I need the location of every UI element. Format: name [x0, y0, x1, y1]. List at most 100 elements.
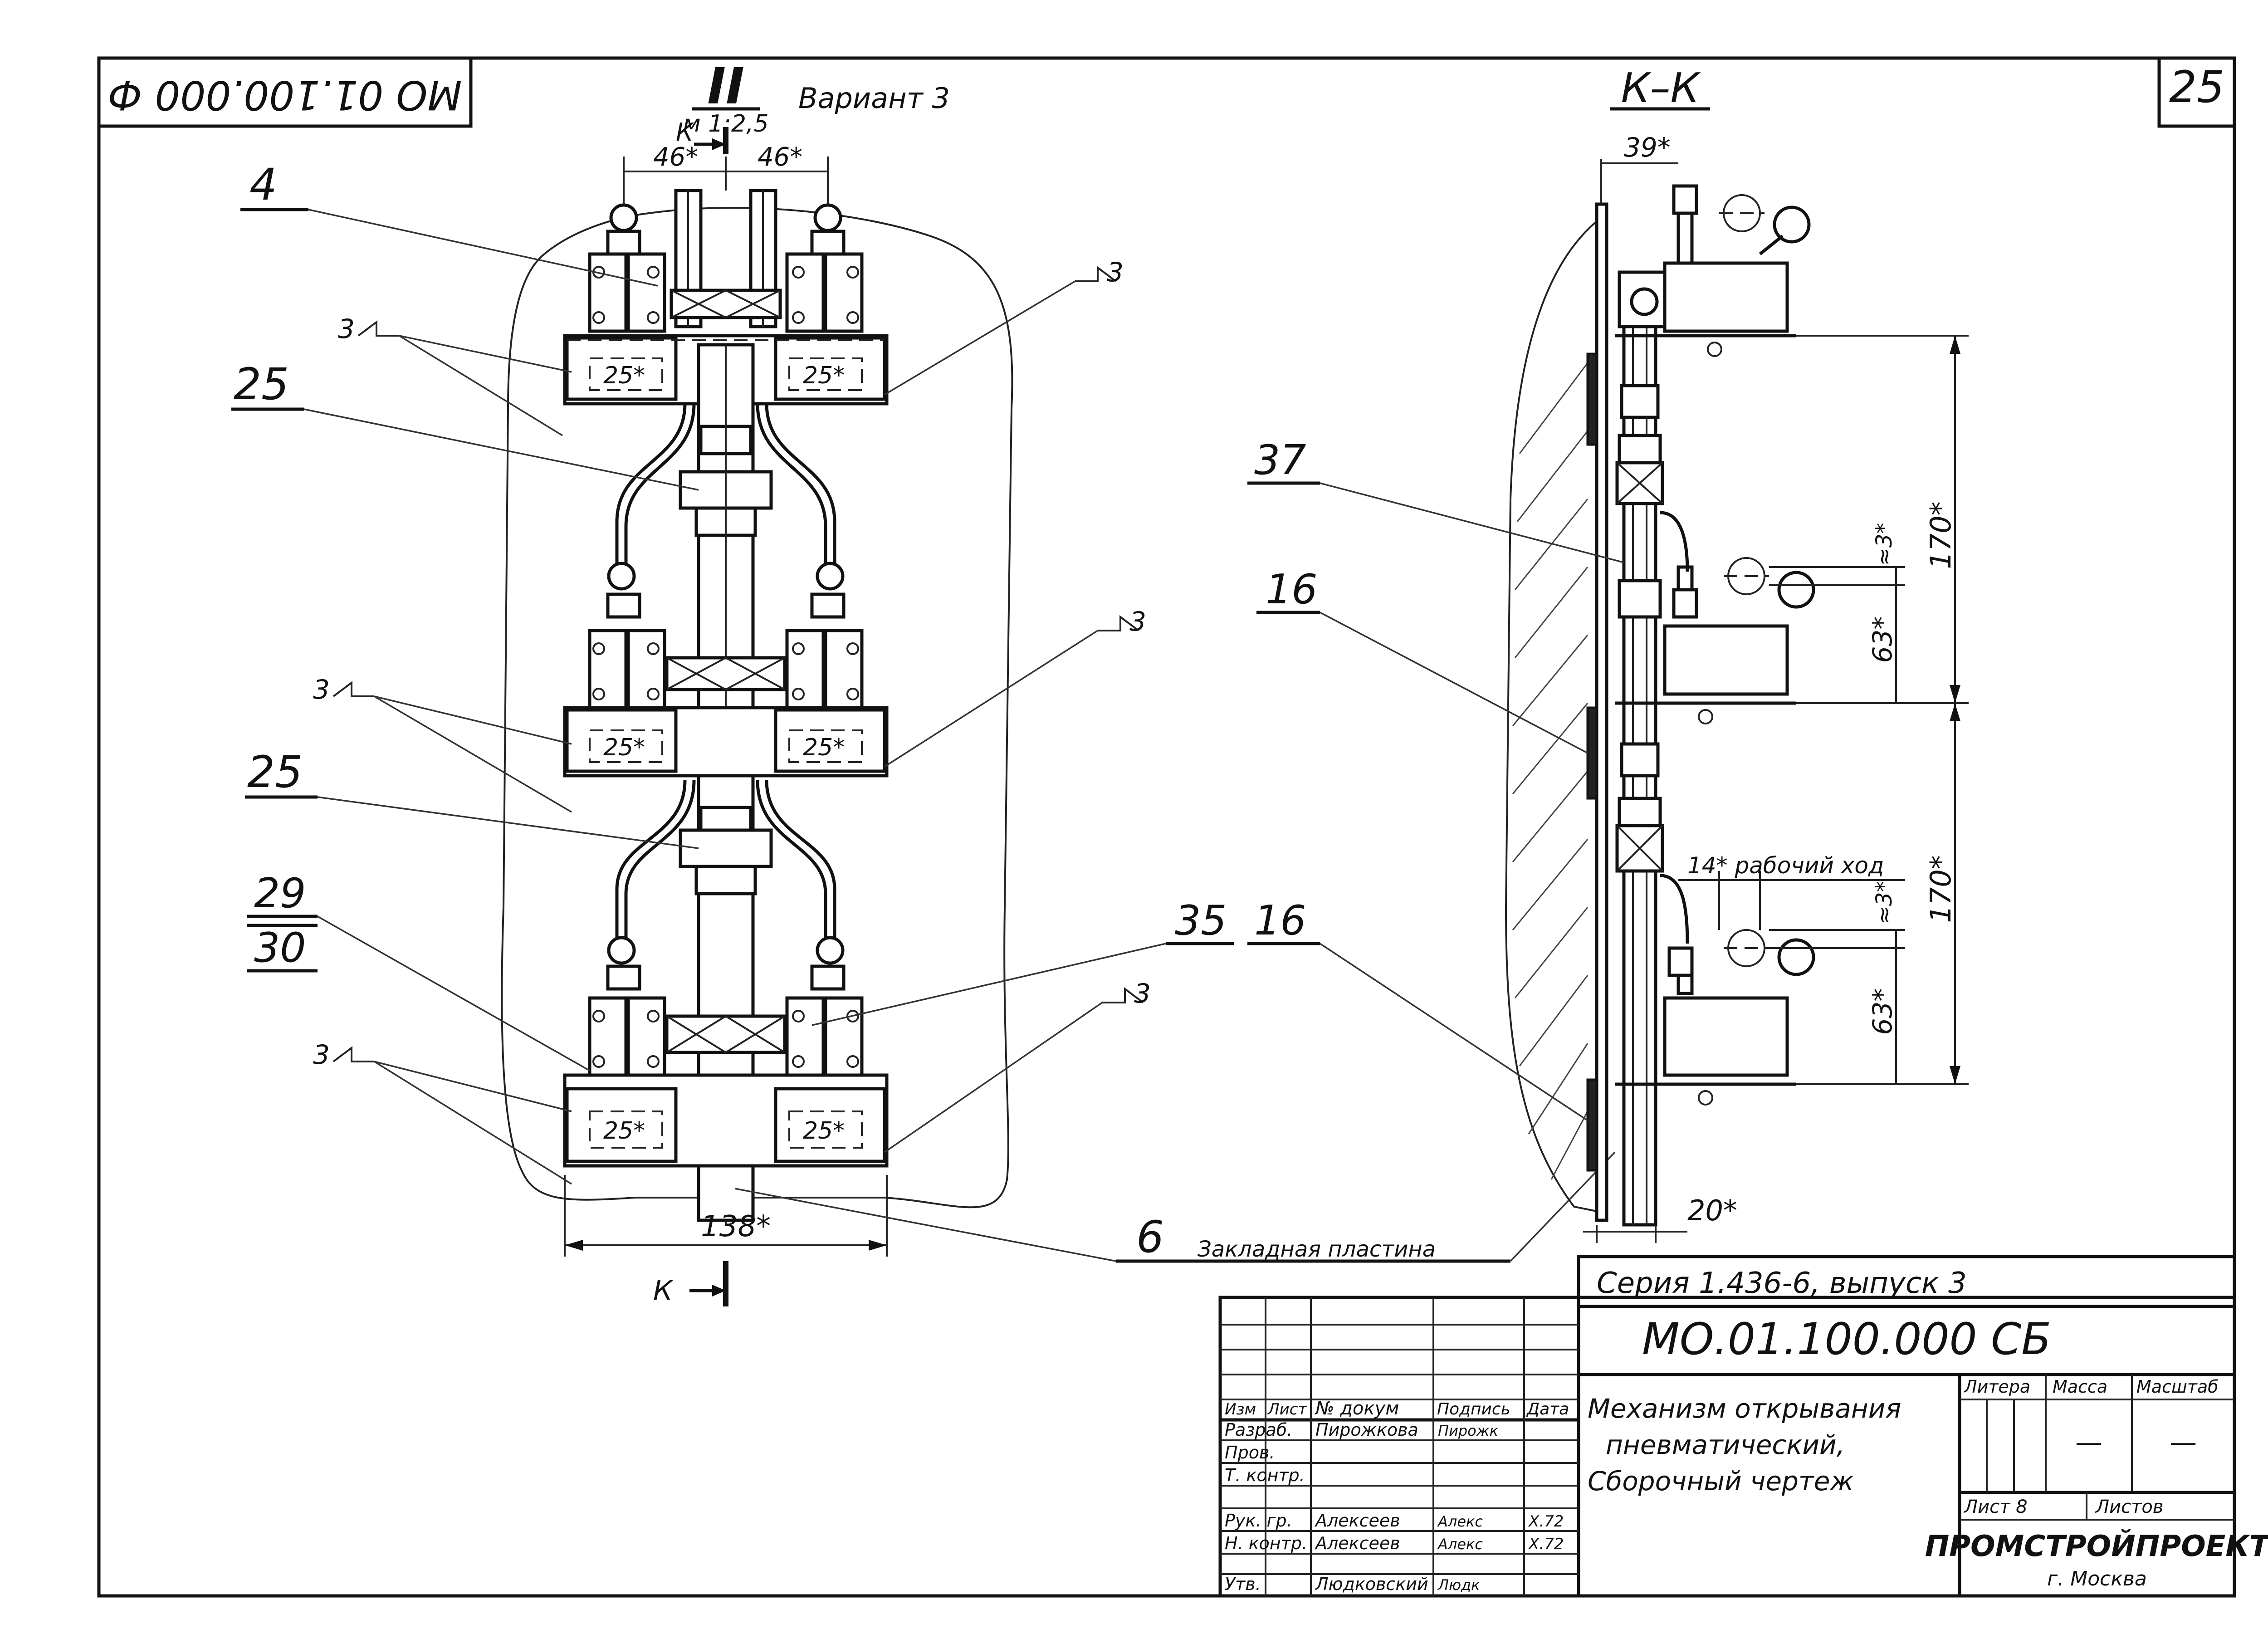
hdr-list: Лист: [1267, 1400, 1307, 1419]
front-view: II м 1:2,5 Вариант 3 К 46* 46*: [313, 57, 1151, 1306]
section-title: К–К: [1621, 64, 1701, 112]
name-5: Людковский: [1315, 1574, 1428, 1594]
svg-text:3: 3: [338, 313, 355, 344]
weld-mark-3: 3: [313, 1039, 572, 1185]
section-mark-bottom: К: [653, 1275, 674, 1306]
role-1: Пров.: [1225, 1443, 1275, 1463]
svg-text:25: 25: [234, 359, 289, 410]
callout-25-lower: 25: [245, 747, 699, 849]
designation-text: МО.01.100.000 СБ: [1642, 1314, 2051, 1365]
hdr-izm: Изм: [1225, 1400, 1256, 1419]
dim-small-lower: ≈3*: [1872, 881, 1897, 925]
role-0: Разраб.: [1225, 1420, 1292, 1440]
inner-dim-5: 25*: [603, 1117, 645, 1145]
section-mark-top: К: [676, 118, 694, 147]
callout-4: 4: [240, 159, 658, 287]
sign-3: Алекс: [1437, 1513, 1483, 1530]
inner-dim-6: 25*: [803, 1117, 845, 1145]
sheet-number-box: [2157, 56, 2236, 128]
callout-16-lower: 16: [1247, 897, 1588, 1121]
role-3: Рук. гр.: [1225, 1511, 1292, 1531]
sheet-label: Лист 8: [1963, 1497, 2028, 1517]
sign-4: Алекс: [1437, 1536, 1483, 1553]
sheets-label: Листов: [2095, 1497, 2163, 1517]
weld-mark-5: 3: [884, 606, 1146, 768]
tier-3: 25* 25*: [563, 936, 889, 1222]
hdr-doc: № докум: [1315, 1398, 1399, 1419]
mass-value: —: [2075, 1427, 2102, 1458]
scale-value: —: [2170, 1427, 2197, 1458]
weld-mark-6: 3: [884, 978, 1151, 1153]
svg-text:35: 35: [1175, 897, 1227, 944]
sheet-number: 25: [2169, 62, 2224, 113]
section-view: К–К 39*: [1505, 64, 1969, 1243]
dim-top-left: 46*: [653, 142, 698, 172]
dim-top-right: 46*: [758, 142, 802, 172]
name-3: Алексеев: [1314, 1511, 1400, 1531]
svg-text:16: 16: [1266, 566, 1318, 613]
svg-text:3: 3: [1134, 978, 1151, 1009]
role-4: Н. контр.: [1225, 1533, 1307, 1553]
svg-text:3: 3: [313, 674, 330, 705]
name-line-1: Механизм открывания: [1588, 1393, 1901, 1424]
name-4: Алексеев: [1314, 1533, 1400, 1553]
dim-170-upper: 170*: [1924, 501, 1957, 569]
wall-hatch: [1512, 362, 1589, 1180]
view-variant: Вариант 3: [798, 82, 950, 115]
sheet-frame: [97, 56, 2236, 1598]
svg-text:3: 3: [313, 1039, 330, 1070]
dim-170-lower: 170*: [1924, 855, 1957, 923]
view-title-mark: II: [707, 57, 744, 115]
svg-text:3: 3: [1107, 257, 1124, 288]
hdr-date: Дата: [1526, 1400, 1569, 1419]
hdr-litera: Литера: [1963, 1377, 2030, 1397]
wall-contour: [501, 207, 1013, 1208]
dim-39: 39*: [1624, 132, 1671, 163]
hdr-mass: Масса: [2053, 1377, 2107, 1397]
weld-mark-1: 3: [338, 313, 572, 436]
dim-bottom-width: 138*: [701, 1210, 771, 1243]
date-4: X.72: [1528, 1535, 1564, 1553]
org-city: г. Москва: [2047, 1567, 2147, 1590]
role-5: Утв.: [1225, 1574, 1261, 1594]
callout-16-upper: 16: [1256, 566, 1588, 754]
svg-text:6: 6: [1136, 1212, 1164, 1262]
name-line-2: пневматический,: [1606, 1429, 1845, 1460]
dim-small-upper: ≈3*: [1872, 523, 1897, 566]
section-tier-2: [1615, 511, 1815, 873]
hdr-sign: Подпись: [1437, 1400, 1510, 1419]
weld-mark-4: 3: [884, 257, 1124, 396]
sign-5: Людк: [1437, 1576, 1480, 1594]
dim-stroke: 14* рабочий ход: [1687, 852, 1884, 879]
dim-20: 20*: [1687, 1194, 1737, 1227]
svg-text:37: 37: [1254, 436, 1306, 484]
inner-dim-4: 25*: [803, 734, 845, 761]
rotated-code-box: [97, 56, 473, 128]
svg-text:3: 3: [1129, 606, 1146, 637]
role-2: Т. контр.: [1225, 1465, 1305, 1485]
name-line-3: Сборочный чертеж: [1588, 1466, 1854, 1497]
svg-text:Закладная пластина: Закладная пластина: [1198, 1237, 1436, 1262]
svg-text:16: 16: [1254, 897, 1306, 944]
section-tier-1: [1615, 184, 1811, 505]
callout-37: 37: [1247, 436, 1624, 563]
title-block: Серия 1.436-6, выпуск 3 МО.01.100.000 СБ…: [1218, 1255, 2268, 1598]
callout-29-30: 29 30: [247, 870, 590, 1071]
inner-dim-2: 25*: [803, 362, 845, 389]
dim-63-upper: 63*: [1867, 616, 1898, 663]
dim-63-lower: 63*: [1867, 988, 1898, 1035]
svg-text:25: 25: [247, 747, 303, 797]
inner-dim-1: 25*: [603, 362, 645, 389]
svg-text:30: 30: [254, 924, 306, 972]
callout-25-upper: 25: [231, 359, 699, 491]
hdr-scale: Масштаб: [2136, 1377, 2219, 1397]
concrete-wall: [1505, 217, 1604, 1213]
date-3: X.72: [1528, 1512, 1564, 1531]
weld-mark-2: 3: [313, 674, 572, 813]
svg-text:4: 4: [249, 159, 277, 210]
org-name: ПРОМСТРОЙПРОЕКТ: [1925, 1529, 2268, 1563]
rotated-code: МО 01.100.000 Ф: [108, 72, 462, 118]
series-text: Серия 1.436-6, выпуск 3: [1597, 1267, 1967, 1300]
inner-dim-3: 25*: [603, 734, 645, 761]
